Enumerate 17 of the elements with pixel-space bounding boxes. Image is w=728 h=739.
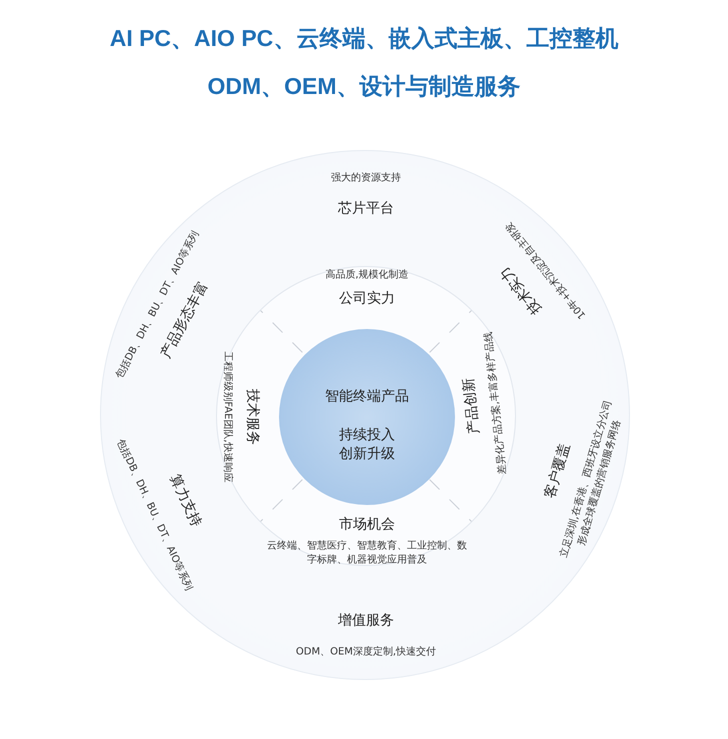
segment-heading: 市场机会 [339, 516, 395, 534]
segment-heading: 芯片平台 [338, 200, 394, 218]
segment-description: 云终端、智慧医疗、智慧教育、工业控制、数字标牌、机器视觉应用普及 [267, 540, 467, 566]
segment-description: 差异化产品方案,丰富多样产品线 [482, 332, 510, 476]
segment-heading: 公司实力 [339, 290, 395, 308]
center-title: 智能终端产品 [325, 388, 409, 406]
segment-description: 工程师级别FAE团队,快速响应 [220, 351, 234, 483]
segment-heading: 产品创新 [460, 377, 484, 435]
segment-description: 高品质,规模化制造 [325, 268, 409, 282]
segment-heading: 客户覆盖 [541, 442, 574, 501]
center-text: 持续投入创新升级 [338, 426, 396, 464]
segment-heading: 技术服务 [243, 389, 262, 445]
segment-heading: 算力支持 [166, 471, 206, 530]
segment-description: 强大的资源支持 [331, 171, 401, 185]
segment-description: ODM、OEM深度定制,快速交付 [296, 645, 436, 659]
segment-heading: 增值服务 [338, 612, 394, 630]
title: AI PC、AIO PC、云终端、嵌入式主板、工控整机ODM、OEM、设计与制造服务 [108, 24, 620, 101]
